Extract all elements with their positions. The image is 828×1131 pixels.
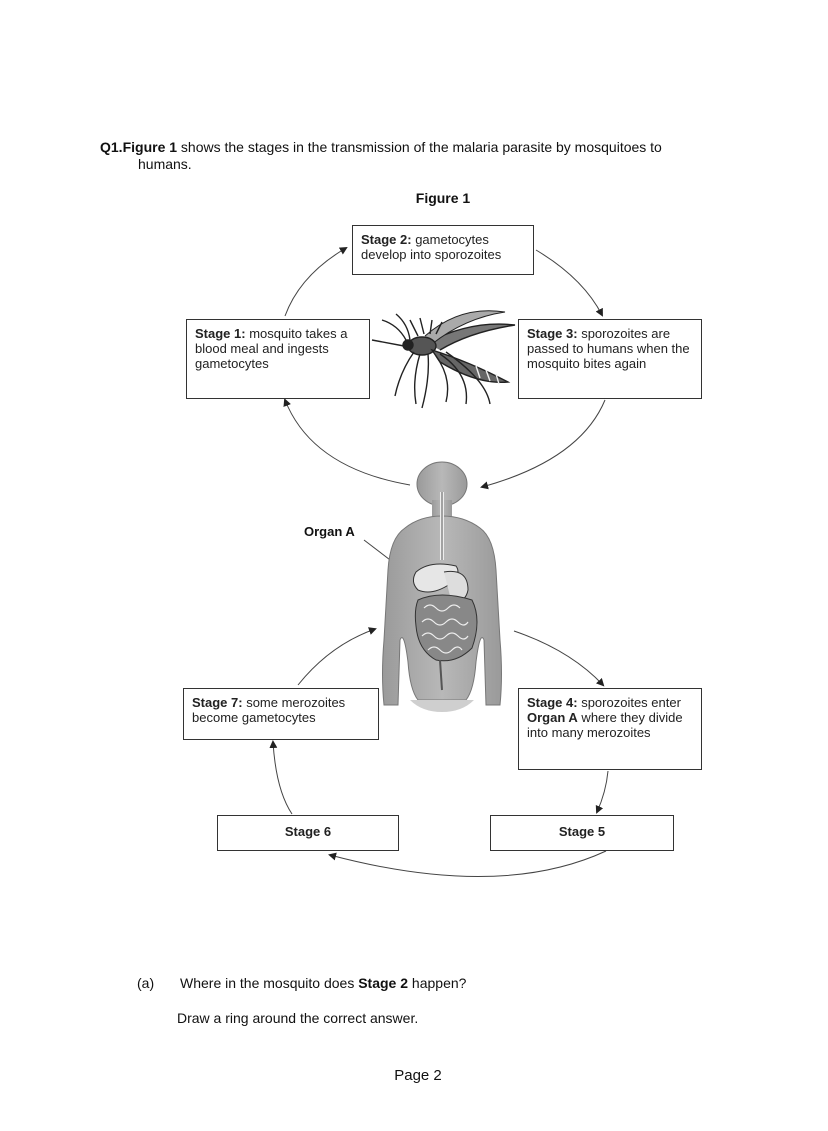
- part-a-question-post: happen?: [408, 975, 467, 991]
- part-a-question-pre: Where in the mosquito does: [180, 975, 359, 991]
- stage-7-text: some merozoites become gametocytes: [192, 695, 346, 725]
- part-a-question: Where in the mosquito does Stage 2 happe…: [180, 975, 466, 991]
- part-a-instruction: Draw a ring around the correct answer.: [177, 1010, 419, 1026]
- stage-4-organ: Organ A: [527, 710, 578, 725]
- question-intro: Q1.Figure 1 shows the stages in the tran…: [100, 139, 740, 173]
- part-a-question-bold: Stage 2: [358, 975, 409, 991]
- stage-1-box: Stage 1: mosquito takes a blood meal and…: [186, 319, 370, 399]
- arrow-body-to-stage4: [513, 630, 605, 687]
- mosquito-illustration: [371, 310, 516, 409]
- stage-4-text-b: where they divide into many merozoites: [527, 710, 683, 740]
- stage-2-text: gametocytes develop into sporozoites: [361, 232, 502, 262]
- stage-7-title: Stage 7:: [192, 695, 243, 710]
- arrow-stage2-to-stage3: [535, 249, 603, 317]
- page-number: Page 2: [394, 1067, 442, 1084]
- stage-7-box: Stage 7: some merozoites become gametocy…: [183, 688, 379, 740]
- stage-2-box: Stage 2: gametocytes develop into sporoz…: [352, 225, 534, 275]
- stage-4-title: Stage 4:: [527, 695, 578, 710]
- arrow-stage4-to-stage5: [595, 770, 609, 814]
- arrow-stage5-to-stage6: [328, 850, 607, 878]
- stage-5-title: Stage 5: [558, 824, 606, 839]
- stage-2-title: Stage 2:: [361, 232, 412, 247]
- stage-3-text: sporozoites are passed to humans when th…: [527, 326, 690, 371]
- figure-reference: Figure 1: [122, 139, 178, 155]
- stage-3-box: Stage 3: sporozoites are passed to human…: [518, 319, 702, 399]
- stage-4-box: Stage 4: sporozoites enter Organ A where…: [518, 688, 702, 770]
- organ-a-label: Organ A: [304, 524, 355, 539]
- arrow-body-to-stage1: [283, 398, 411, 486]
- arrow-stage3-to-body: [480, 399, 606, 490]
- stage-3-title: Stage 3:: [527, 326, 578, 341]
- arrow-stage1-to-stage2: [284, 246, 348, 317]
- arrow-stage6-to-stage7: [269, 740, 293, 815]
- question-number: Q1.: [100, 139, 123, 155]
- arrow-stage7-to-body: [297, 627, 377, 686]
- stage-6-title: Stage 6: [284, 824, 332, 839]
- stage-6-box: Stage 6: [217, 815, 399, 851]
- part-a-label: (a): [137, 975, 155, 991]
- intro-continuation: humans.: [138, 156, 192, 172]
- stage-1-title: Stage 1:: [195, 326, 246, 341]
- intro-text: shows the stages in the transmission of …: [177, 139, 662, 155]
- stage-4-text-a: sporozoites enter: [577, 695, 681, 710]
- stage-1-text: mosquito takes a blood meal and ingests …: [195, 326, 348, 371]
- figure-title: Figure 1: [415, 190, 471, 206]
- stage-5-box: Stage 5: [490, 815, 674, 851]
- human-body-illustration: [382, 461, 502, 712]
